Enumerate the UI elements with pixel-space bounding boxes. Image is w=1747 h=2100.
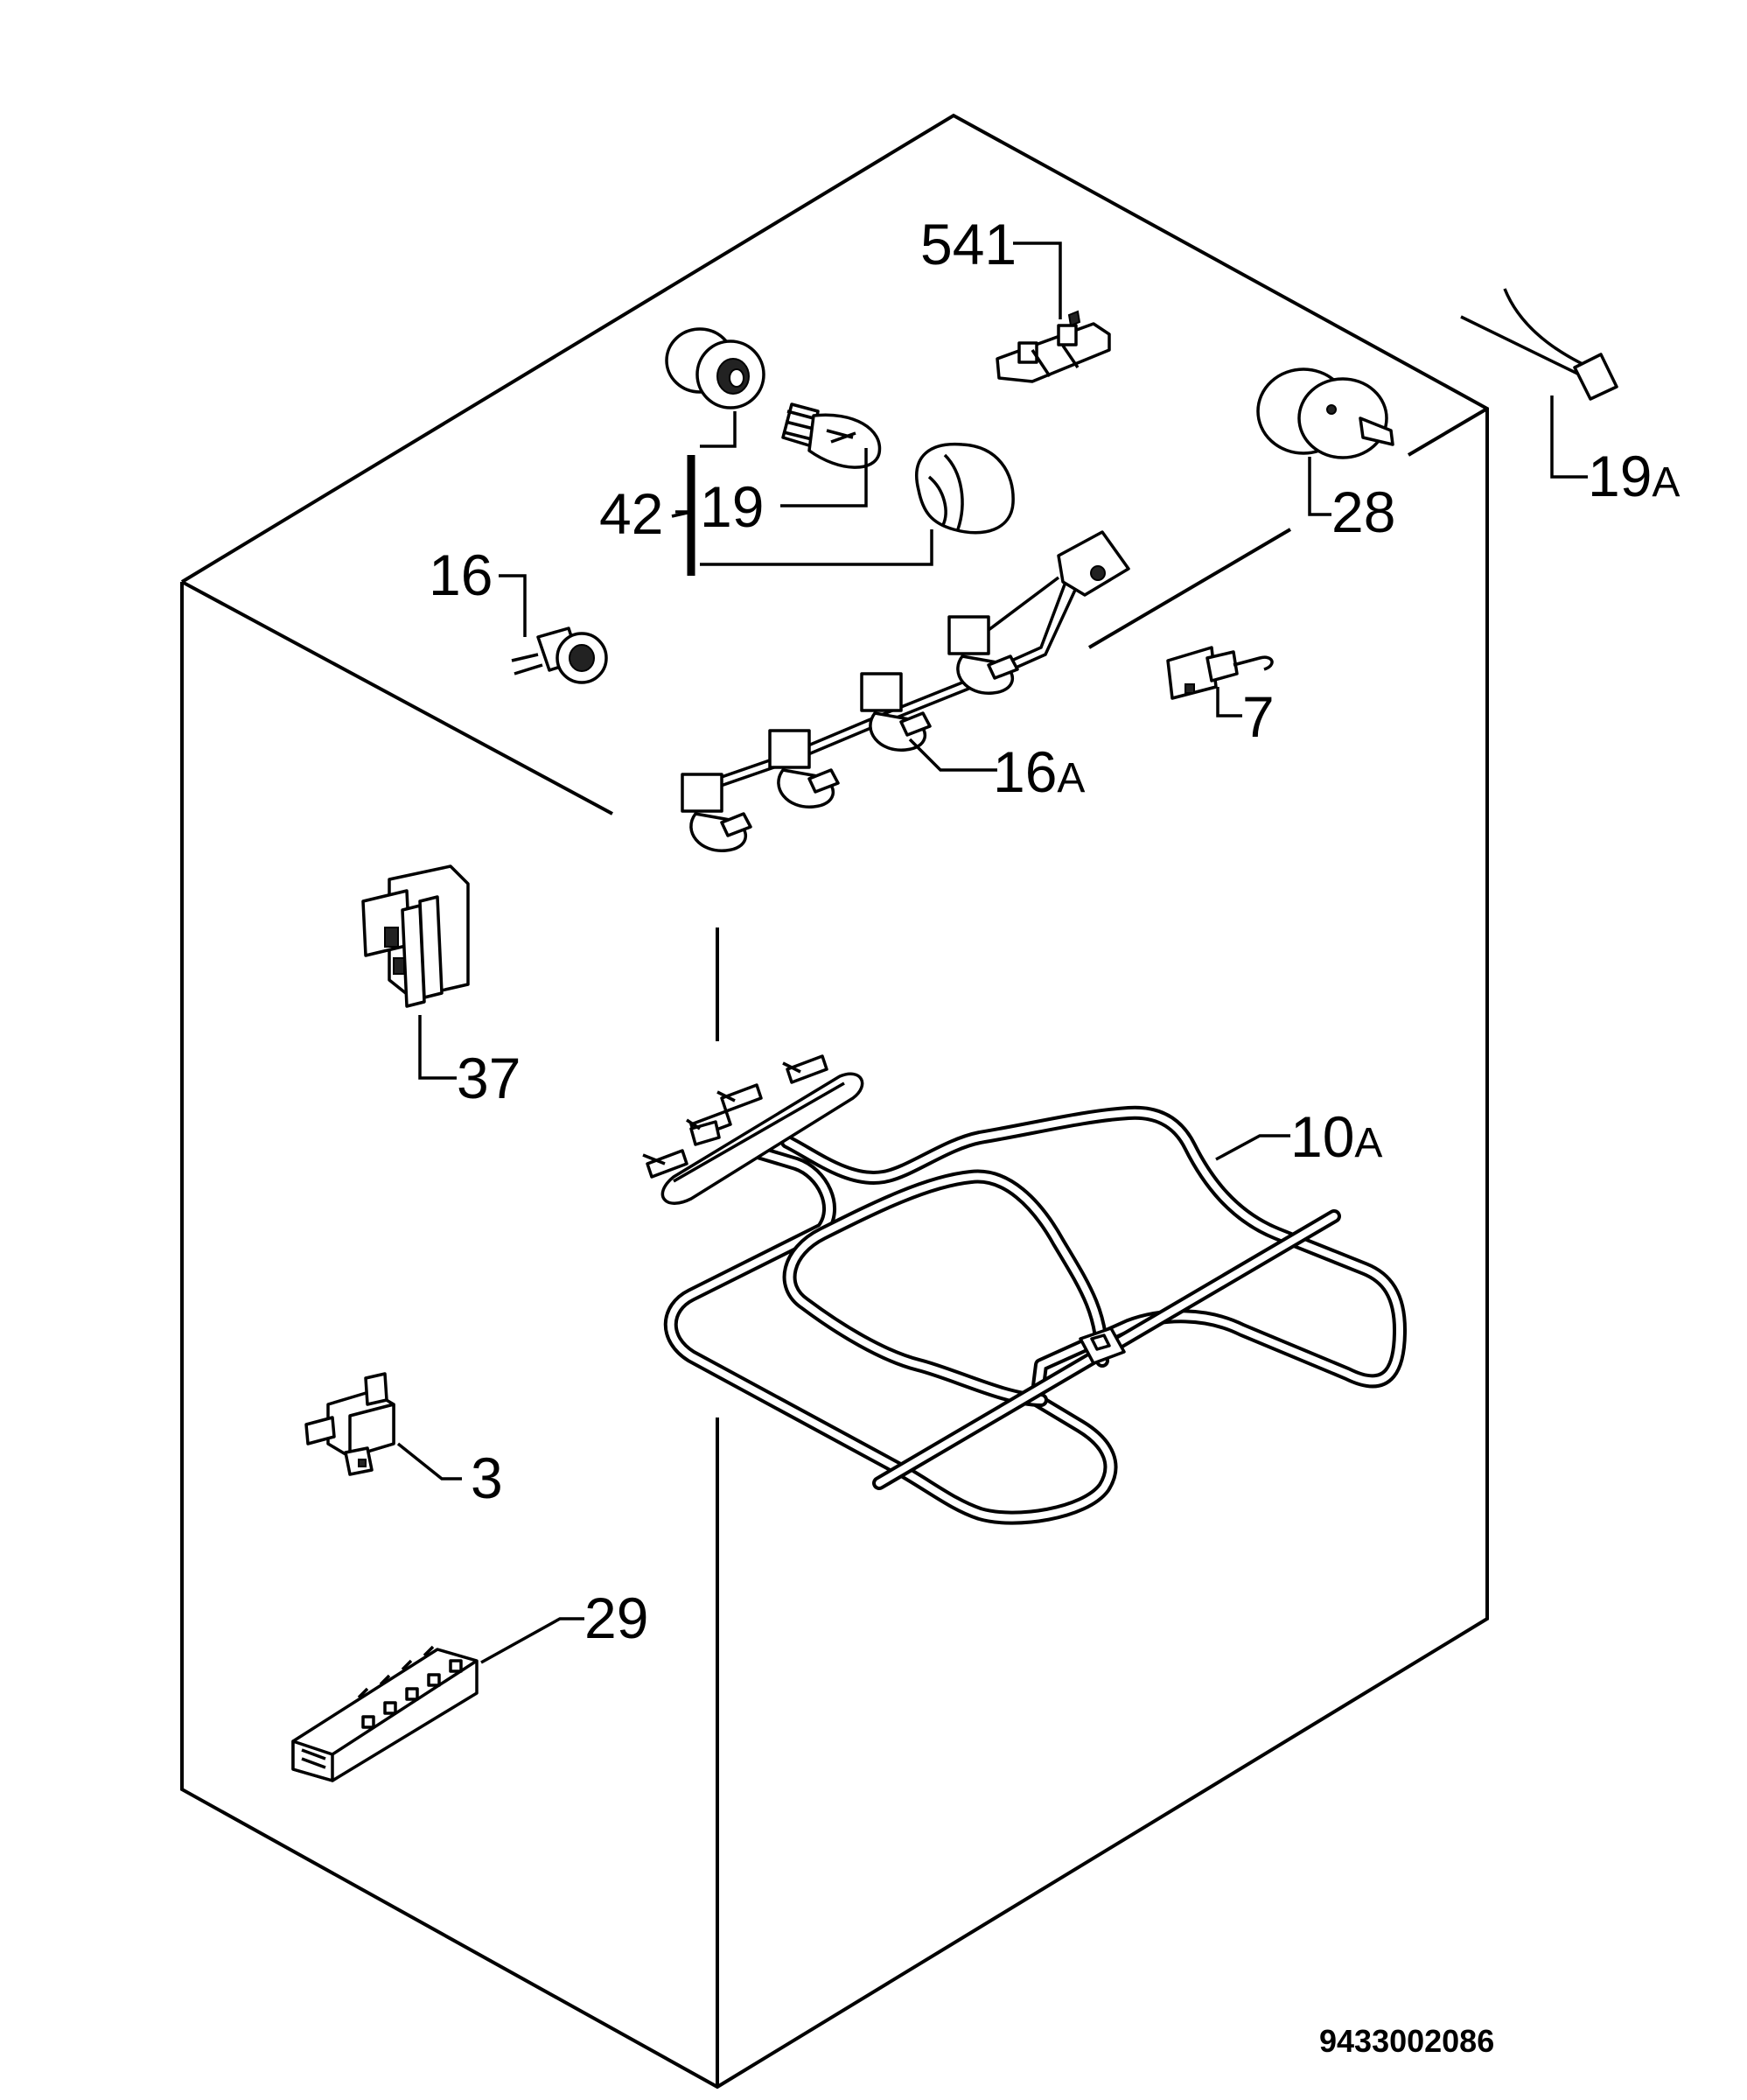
label-16: 16 <box>429 542 493 607</box>
leader-29 <box>480 1617 584 1664</box>
switch-module-part <box>291 1645 479 1782</box>
label-7: 7 <box>1242 684 1275 749</box>
lamp-holder-part <box>665 327 765 410</box>
label-42: 42 <box>599 481 663 546</box>
lamp-bulb-part <box>781 402 882 469</box>
label-19a: 19A <box>1588 444 1680 508</box>
label-28: 28 <box>1331 480 1395 544</box>
label-16a-suffix: A <box>1057 755 1085 802</box>
indicator-lamp-part <box>511 626 608 684</box>
leader-37 <box>418 1015 457 1080</box>
drawing-code: 9433002086 <box>1319 2023 1494 2059</box>
label-37: 37 <box>457 1046 521 1110</box>
leader-42-holder <box>700 411 737 448</box>
bracket-42 <box>671 455 695 576</box>
label-10a-suffix: A <box>1354 1120 1382 1166</box>
thermal-cutout-part <box>304 1372 395 1476</box>
label-19: 19 <box>700 474 764 539</box>
label-541: 541 <box>920 212 1017 276</box>
leader-19a <box>1550 396 1588 479</box>
label-29: 29 <box>584 1586 648 1650</box>
label-19a-suffix: A <box>1652 459 1680 506</box>
leader-541 <box>1013 242 1062 319</box>
terminal-bracket-part <box>361 864 470 1008</box>
thermostat-part <box>1256 368 1394 459</box>
door-switch-part <box>1166 646 1274 700</box>
label-10a-number: 10 <box>1290 1104 1354 1169</box>
label-3: 3 <box>471 1446 503 1510</box>
leader-19 <box>780 448 868 508</box>
terminal-block-part <box>996 310 1111 383</box>
leader-16a <box>908 738 997 772</box>
temperature-probe-part <box>1460 288 1618 401</box>
leader-16 <box>499 574 527 637</box>
lamp-cover-part <box>915 442 1015 535</box>
leader-7 <box>1216 687 1242 718</box>
label-10a: 10A <box>1290 1104 1382 1169</box>
label-16a-number: 16 <box>993 739 1057 804</box>
wiring-harness-part <box>681 530 1130 852</box>
leader-10a <box>1215 1134 1290 1161</box>
leader-3 <box>396 1442 462 1480</box>
leader-28 <box>1308 457 1331 516</box>
grill-element-part <box>642 1054 1407 1525</box>
label-16a: 16A <box>993 739 1085 804</box>
leader-42-cover <box>700 529 933 566</box>
cabinet-outline <box>180 113 1489 2090</box>
label-19a-number: 19 <box>1588 444 1652 508</box>
